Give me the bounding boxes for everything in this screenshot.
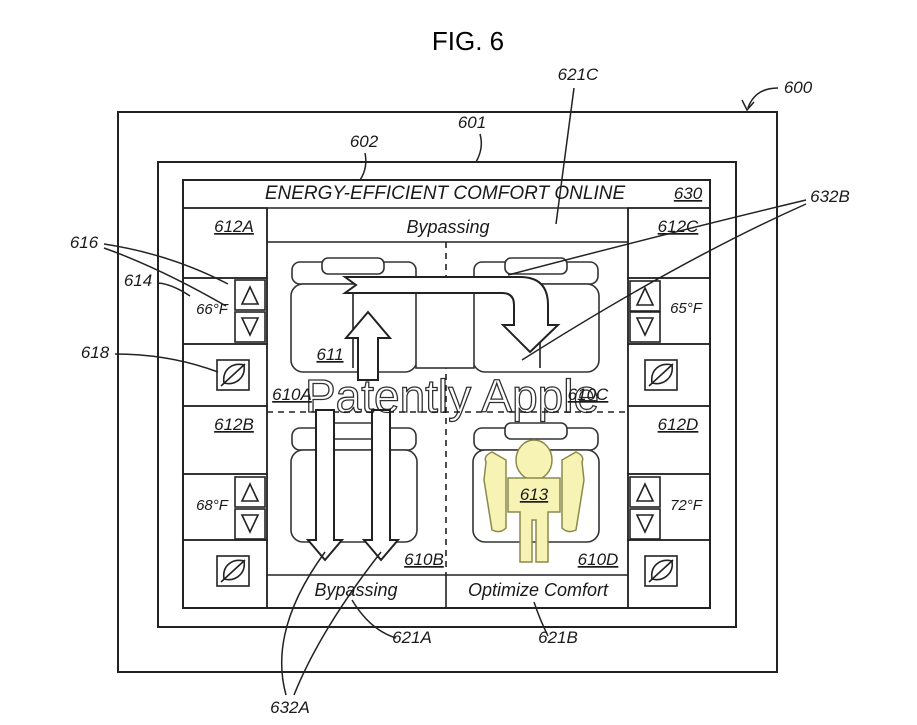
callout-602: 602	[350, 132, 379, 151]
callout-621b: 621B	[538, 628, 578, 647]
banner-title: ENERGY-EFFICIENT COMFORT ONLINE	[265, 183, 626, 204]
eco-button-rear-left[interactable]	[216, 555, 250, 587]
callouts: 600 601 602 621C 632B 616 614 618 621A 6…	[70, 65, 850, 717]
watermark-text: Patently Apple	[305, 370, 599, 422]
temp-down-button-front-right[interactable]	[629, 311, 661, 343]
up-triangle-icon	[240, 482, 260, 502]
temp-readout-rear-left: 68°F	[196, 497, 229, 514]
leaf-icon	[220, 559, 246, 583]
temp-readout-front-right: 65°F	[670, 300, 703, 317]
airflow-arrow-up	[343, 310, 393, 381]
temp-readout-front-left: 66°F	[196, 301, 229, 318]
zone-status-front: Bypassing	[406, 217, 489, 237]
panel-ref-612b: 612B	[214, 415, 254, 434]
up-triangle-icon	[240, 285, 260, 305]
eco-button-front-right[interactable]	[644, 359, 678, 391]
leaf-icon	[648, 363, 674, 387]
panel-ref-612c: 612C	[658, 217, 699, 236]
seat-label-613: 613	[520, 485, 549, 504]
callout-621a: 621A	[392, 628, 432, 647]
seat-label-611: 611	[316, 345, 343, 364]
seat-label-610c: 610C	[568, 385, 609, 404]
down-triangle-icon	[240, 514, 260, 534]
airflow-arrow-front	[341, 276, 561, 354]
airflow-arrow-rear-1	[305, 409, 345, 562]
temp-up-button-rear-left[interactable]	[234, 476, 266, 508]
temp-up-button-front-left[interactable]	[234, 279, 266, 311]
down-triangle-icon	[635, 317, 655, 337]
figure-title: FIG. 6	[432, 26, 504, 56]
leaf-icon	[648, 559, 674, 583]
zone-status-rear-right: Optimize Comfort	[468, 580, 609, 600]
temp-down-button-front-left[interactable]	[234, 311, 266, 343]
leaf-icon	[220, 363, 246, 387]
cabin-area: Bypassing Bypassing Optimize Comfort	[266, 208, 629, 608]
down-triangle-icon	[240, 317, 260, 337]
temp-down-button-rear-left[interactable]	[234, 508, 266, 540]
seat-label-610a: 610A	[272, 385, 312, 404]
temp-down-button-rear-right[interactable]	[629, 508, 661, 540]
eco-button-front-left[interactable]	[216, 359, 250, 391]
callout-618: 618	[81, 343, 110, 362]
screen-frame	[182, 179, 711, 609]
callout-632a: 632A	[270, 698, 310, 717]
zone-status-rear-left: Bypassing	[314, 580, 397, 600]
callout-614: 614	[124, 271, 152, 290]
occupant-figure	[483, 439, 585, 563]
down-triangle-icon	[635, 514, 655, 534]
callout-600: 600	[784, 78, 813, 97]
temp-readout-rear-right: 72°F	[670, 497, 703, 514]
panel-ref-612a: 612A	[214, 217, 254, 236]
callout-616: 616	[70, 233, 99, 252]
panel-ref-612d: 612D	[658, 415, 699, 434]
seat-label-610d: 610D	[578, 550, 619, 569]
banner-ref: 630	[674, 184, 703, 203]
temp-up-button-rear-right[interactable]	[629, 476, 661, 508]
up-triangle-icon	[635, 482, 655, 502]
callout-621c: 621C	[558, 65, 599, 84]
airflow-arrow-rear-2	[361, 409, 401, 562]
seat-front-left	[290, 257, 418, 373]
seat-rear-left	[290, 422, 418, 543]
callout-601: 601	[458, 113, 486, 132]
callout-632b: 632B	[810, 187, 850, 206]
up-triangle-icon	[635, 286, 655, 306]
seat-label-610b: 610B	[404, 550, 444, 569]
temp-up-button-front-right[interactable]	[629, 280, 661, 312]
eco-button-rear-right[interactable]	[644, 555, 678, 587]
